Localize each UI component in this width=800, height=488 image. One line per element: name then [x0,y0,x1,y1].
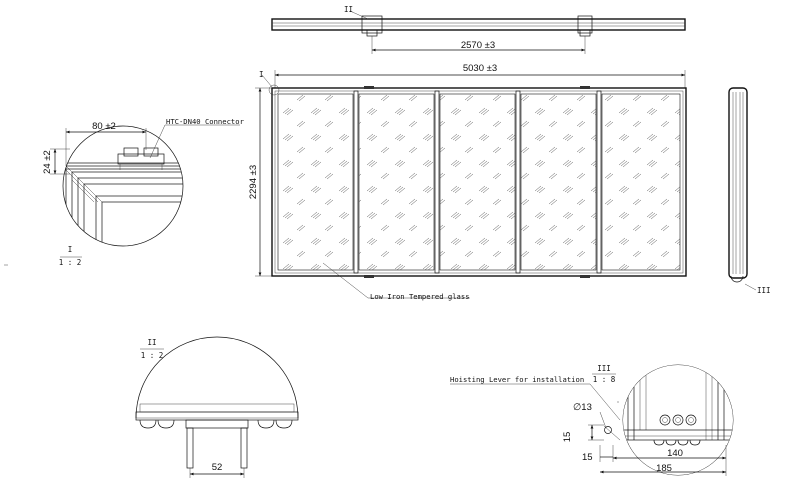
detail-iii-title: III [597,364,611,373]
hoisting-hole [604,426,612,434]
glass-panel-3 [439,93,516,271]
detail-i-title: I [68,245,73,254]
detail-i-marker: I [259,70,264,79]
glass-label: Low Iron Tempered glass [370,292,470,301]
top-rail [271,18,686,31]
bracket-left [186,427,194,469]
bolt-hole-3 [685,414,697,426]
mullion-1 [353,90,359,274]
detail-i-scale: 1 : 2 [59,258,82,267]
dim-total-length: 5030 ±3 [463,63,497,74]
detail-ii-scale: 1 : 2 [141,351,164,360]
top-connector-left [361,15,383,34]
bolt-hole-2 [672,414,684,426]
mullion-4 [596,90,602,274]
front-view: 5030 ±3 2294 ±3 I Low Iron Tempered glas… [248,63,687,301]
side-profile [728,87,748,279]
dim-height: 2294 ±3 [248,165,259,199]
detail-i: 80 ±2 24 ±2 HTC-DN40 Connector I 1 : 2 [4,117,245,267]
detail-iii: ∅13 15 15 140 185 Hoisting Lever for ins… [450,364,734,476]
dim-detail-i-height: 24 ±2 [42,150,53,174]
glass-panel-1 [277,93,354,271]
dim-detail-iii-15-vertical: 15 [562,432,573,443]
dim-detail-iii-15-horizontal: 15 [582,452,593,463]
side-view: III [728,87,771,295]
mullion-2 [434,90,440,274]
detail-ii-arc [135,336,299,419]
top-view: 2570 ±3 II [271,5,686,54]
mullion-3 [515,90,521,274]
dim-hole-diameter: ∅13 [573,402,592,413]
dim-detail-i-width: 80 ±2 [92,121,116,132]
detail-iii-marker: III [757,286,771,295]
glass-panel-5 [601,93,681,271]
bracket-right [240,427,248,469]
bolt-hole-1 [659,414,671,426]
connector-body [117,153,165,165]
glass-panel-4 [520,93,597,271]
glass-panel-2 [358,93,435,271]
hoisting-lever-label: Hoisting Lever for installation [450,375,584,384]
dim-detail-iii-185: 185 [656,463,672,474]
detail-ii-title: II [147,338,156,347]
detail-iii-scale: 1 : 8 [593,375,616,384]
connector-label: HTC-DN40 Connector [166,117,245,126]
detail-ii: 52 II 1 : 2 [135,336,299,478]
outer-frame [271,87,687,277]
top-connector-right [577,15,593,34]
dim-detail-iii-140: 140 [667,448,683,459]
detail-ii-marker: II [344,5,353,14]
dim-top-half: 2570 ±3 [461,40,495,51]
dim-detail-ii-width: 52 [212,462,223,473]
